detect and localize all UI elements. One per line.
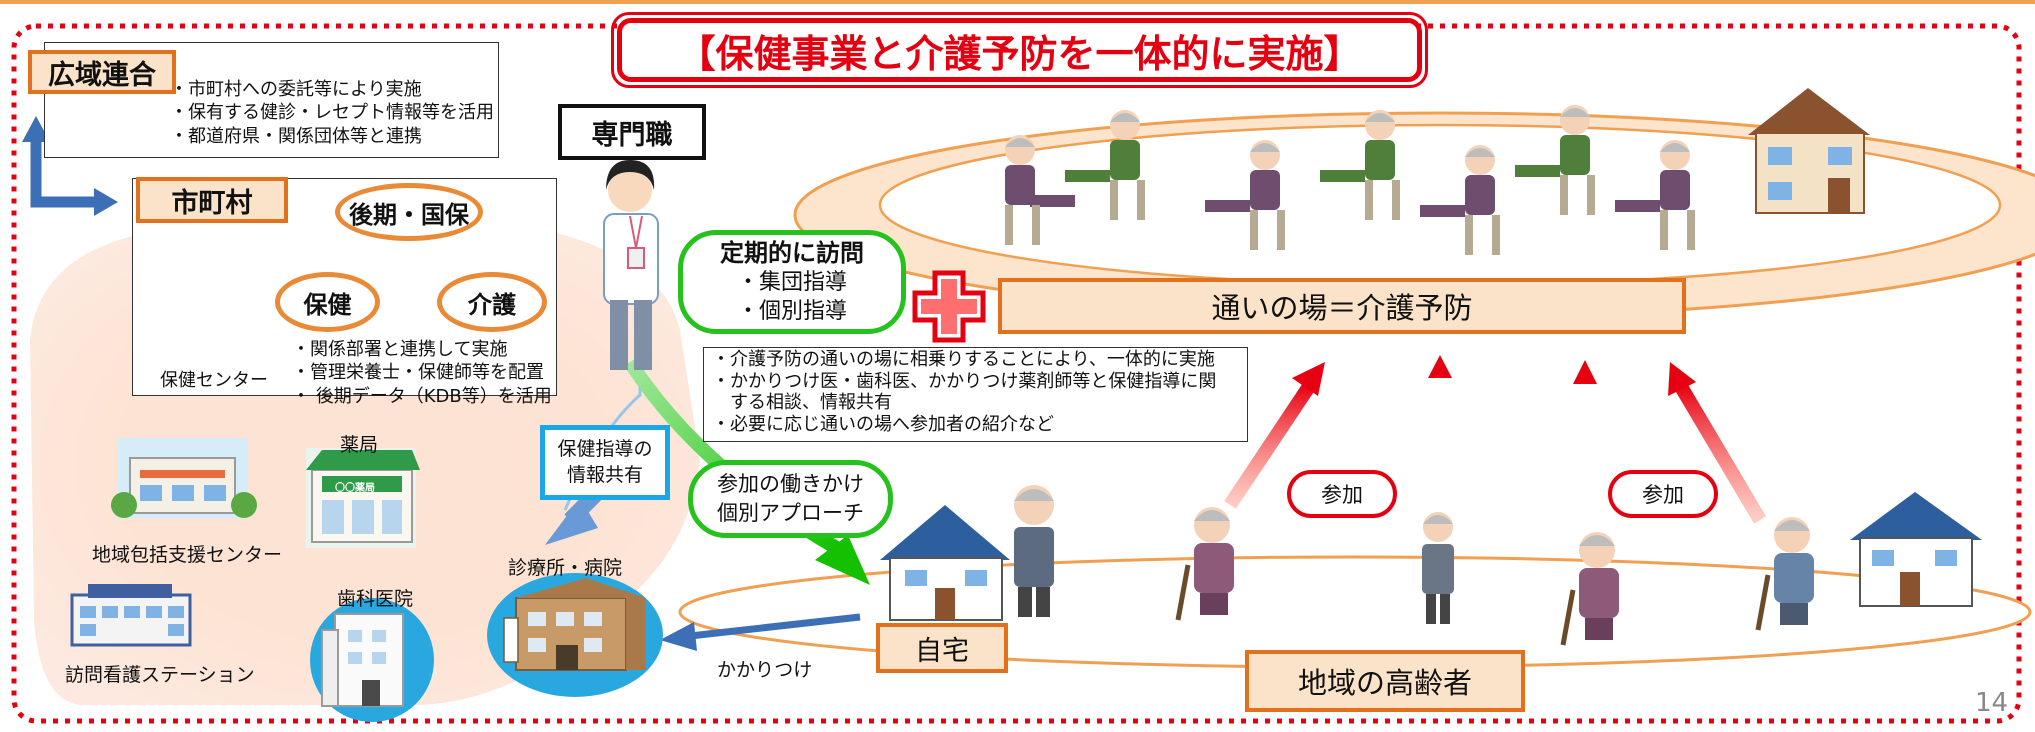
- coop-note: ・かかりつけ医・歯科医、かかりつけ薬剤師等と保健指導に関: [712, 370, 1217, 392]
- arrow-head-right: [94, 188, 118, 216]
- shichoson-notes: ・関係部署と連携して実施 ・管理栄養士・保健師等を配置 ・ 後期データ（KDB等…: [292, 338, 552, 408]
- arrow-head-up: [22, 116, 50, 142]
- koiki-label: 広域連合: [28, 50, 176, 94]
- sanka-pill-right: 参加: [1608, 470, 1718, 518]
- coop-notes-box: [703, 347, 1248, 442]
- hoken-node: 保健: [275, 272, 380, 332]
- health-center-label: 保健センター: [160, 370, 268, 391]
- visit-item: ・集団指導: [736, 270, 847, 295]
- page-number: 14: [1975, 688, 2009, 718]
- info-share-box: 保健指導の 情報共有: [540, 425, 670, 500]
- participation-arrows: [1224, 355, 1767, 524]
- coop-note: する相談、情報共有: [712, 392, 892, 414]
- houmon-label: 訪問看護ステーション: [65, 664, 255, 686]
- professional-label: 専門職: [558, 104, 706, 160]
- page-title: 【保健事業と介護予防を一体的に実施】: [611, 12, 1428, 88]
- home-house-icon: [880, 505, 1010, 621]
- shichoson-label: 市町村: [136, 177, 288, 223]
- pharmacy-icon: [306, 448, 420, 548]
- pharmacy-label: 薬局: [340, 434, 379, 456]
- koiki-note: ・保有する健診・レセプト情報等を活用: [170, 102, 494, 124]
- exercising-seniors: [1005, 105, 1695, 255]
- koureisha-label: 地域の高齢者: [1245, 650, 1525, 712]
- approach-line: 参加の働きかけ: [717, 471, 864, 496]
- sanka-pill-left: 参加: [1287, 470, 1397, 518]
- dental-clinic-label: 歯科医院: [337, 588, 414, 610]
- home-label: 自宅: [876, 623, 1008, 673]
- kayoi-ba-label: 通いの場＝介護予防: [998, 278, 1686, 334]
- hospital-label: 診療所・病院: [508, 557, 623, 579]
- approach-line: 個別アプローチ: [717, 501, 864, 525]
- coop-note: ・介護予防の通いの場に相乗りすることにより、一体的に実施: [712, 349, 1215, 370]
- community-house-icon: [1748, 88, 1870, 214]
- shichoson-note: ・ 後期データ（KDB等）を活用: [292, 385, 552, 407]
- coop-notes: ・介護予防の通いの場に相乗りすることにより、一体的に実施 ・かかりつけ医・歯科医…: [712, 349, 1216, 435]
- dental-clinic-icon: [310, 598, 434, 722]
- hospital-icon: [487, 573, 663, 697]
- visit-bubble: 定期的に訪問 ・集団指導 ・個別指導: [678, 230, 906, 334]
- kakaritsuke-label: かかりつけ: [717, 659, 813, 681]
- professional-person-icon: [603, 160, 659, 370]
- kaigo-node: 介護: [437, 272, 547, 332]
- community-seniors: [1014, 485, 1814, 646]
- koiki-link-arrow: [30, 138, 100, 208]
- visit-title: 定期的に訪問: [720, 238, 864, 267]
- koiki-notes: ・市町村への委託等により実施 ・保有する健診・レセプト情報等を活用 ・都道府県・…: [170, 78, 494, 148]
- pharmacy-sign: 〇〇薬局: [335, 483, 375, 494]
- coop-note: ・必要に応じ通いの場へ参加者の紹介など: [712, 413, 1054, 435]
- kakaritsuke-arrow: [689, 613, 861, 640]
- visit-item: ・個別指導: [736, 298, 847, 324]
- houkatsu-center-icon: [111, 438, 257, 518]
- kouki-kokuho-node: 後期・国保: [335, 183, 483, 241]
- shichoson-note: ・関係部署と連携して実施: [292, 339, 508, 360]
- shichoson-note: ・管理栄養士・保健師等を配置: [292, 362, 544, 384]
- red-plus-icon: [912, 270, 986, 343]
- houkatsu-label: 地域包括支援センター: [92, 544, 283, 566]
- houmon-station-icon: [70, 584, 192, 647]
- koiki-note: ・都道府県・関係団体等と連携: [170, 125, 422, 147]
- koiki-note: ・市町村への委託等により実施: [170, 79, 422, 100]
- approach-bubble: 参加の働きかけ 個別アプローチ: [688, 460, 893, 538]
- dotted-frame: [11, 23, 2022, 724]
- info-share-line: 保健指導の: [557, 437, 653, 460]
- info-share-line: 情報共有: [566, 463, 643, 486]
- right-house-icon: [1850, 492, 1982, 607]
